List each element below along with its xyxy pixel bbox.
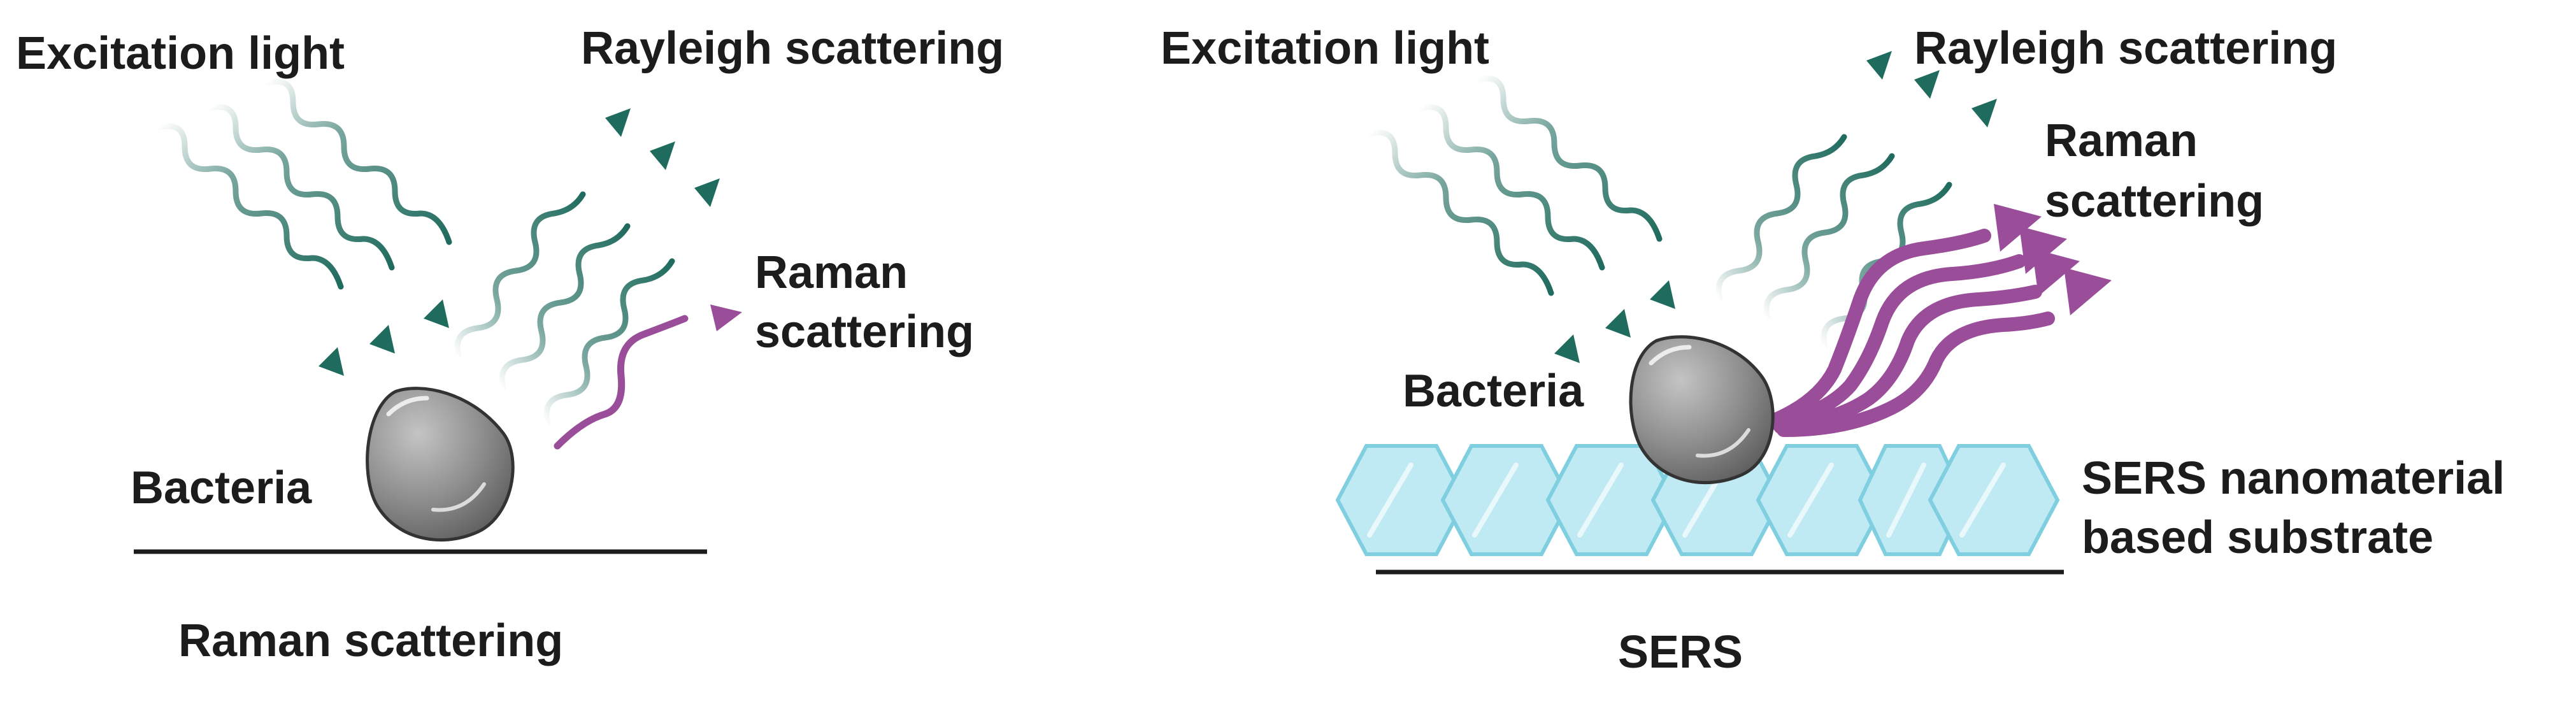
substrate-label-line2: based substrate	[2082, 512, 2433, 563]
excitation-arrow	[1366, 129, 1554, 296]
right-panel: Excitation light Rayleigh scattering Ram…	[1161, 23, 2505, 678]
arrowhead-icon	[650, 141, 675, 170]
nanoparticle-hexagon	[1335, 444, 1468, 556]
arrowhead-icon	[1650, 280, 1675, 309]
raman-arrow	[1777, 312, 2055, 437]
substrate-label-line1: SERS nanomaterial	[2082, 453, 2505, 504]
nanoparticle-hexagon	[1756, 444, 1888, 556]
rayleigh-arrow	[543, 258, 675, 427]
right-raman-label-line1: Raman	[2045, 115, 2198, 166]
rayleigh-arrow	[454, 191, 586, 360]
raman-arrow	[1770, 254, 2026, 431]
nanoparticle-hexagon	[1857, 444, 1968, 556]
right-raman-label-line2: scattering	[2045, 176, 2264, 227]
bacteria-cell	[1629, 335, 1775, 485]
right-excitation-heads	[1554, 280, 1675, 363]
right-rayleigh-heads	[1866, 51, 1997, 127]
arrowhead-icon	[605, 108, 631, 137]
right-rayleigh-arrows	[1715, 134, 1952, 350]
arrowhead-icon	[424, 299, 449, 328]
left-excitation-arrows	[156, 78, 452, 290]
left-bacteria-label: Bacteria	[131, 462, 312, 513]
right-rayleigh-label: Rayleigh scattering	[1914, 23, 2337, 74]
nanoparticle-hexagon	[1440, 444, 1573, 556]
substrate-highlights	[1367, 462, 2006, 538]
arrowhead-icon	[1994, 204, 2042, 252]
left-rayleigh-arrows	[454, 191, 675, 427]
left-raman-label-line1: Raman	[755, 247, 908, 298]
arrowhead-icon	[1554, 334, 1580, 363]
raman-arrow	[1773, 285, 2042, 434]
right-bacteria	[1629, 335, 1775, 485]
arrowhead-icon	[369, 325, 395, 354]
right-excitation-arrows	[1366, 75, 1663, 296]
right-raman-arrows	[1767, 229, 2055, 437]
left-panel: Excitation light Rayleigh scattering Ram…	[16, 23, 1004, 666]
excitation-arrow	[1475, 75, 1663, 242]
rayleigh-arrow	[499, 223, 631, 392]
right-bacteria-label: Bacteria	[1403, 366, 1584, 417]
left-excitation-label: Excitation light	[16, 28, 345, 79]
excitation-arrow	[207, 104, 395, 271]
raman-arrow	[1767, 229, 1991, 427]
left-bacteria	[366, 387, 515, 542]
left-raman-label-line2: scattering	[755, 306, 974, 357]
right-raman-heads	[1994, 204, 2112, 315]
right-excitation-label: Excitation light	[1161, 23, 1489, 74]
arrowhead-icon	[1971, 99, 1997, 127]
left-rayleigh-heads	[605, 108, 720, 207]
arrowhead-icon	[2032, 248, 2080, 296]
arrowhead-icon	[1914, 70, 1940, 99]
right-caption: SERS	[1618, 627, 1743, 678]
arrowhead-icon	[318, 347, 344, 376]
arrowhead-icon	[1605, 309, 1631, 338]
left-rayleigh-label: Rayleigh scattering	[581, 23, 1004, 74]
excitation-arrow	[264, 78, 452, 245]
sers-substrate	[1335, 444, 2060, 556]
nanoparticle-hexagon	[1928, 444, 2060, 556]
arrowhead-icon	[1866, 51, 1892, 80]
rayleigh-arrow	[1763, 153, 1895, 322]
arrowhead-icon	[2064, 268, 2112, 315]
left-caption: Raman scattering	[178, 615, 563, 666]
arrowhead-icon	[694, 178, 720, 207]
arrowhead-icon	[2019, 226, 2067, 274]
left-raman-arrow	[554, 315, 689, 450]
excitation-arrow	[156, 123, 344, 290]
arrowhead-icon	[710, 304, 742, 331]
left-excitation-heads	[318, 299, 449, 376]
excitation-arrow	[1417, 104, 1605, 271]
bacteria-cell	[366, 387, 515, 542]
rayleigh-arrow	[1715, 134, 1847, 303]
